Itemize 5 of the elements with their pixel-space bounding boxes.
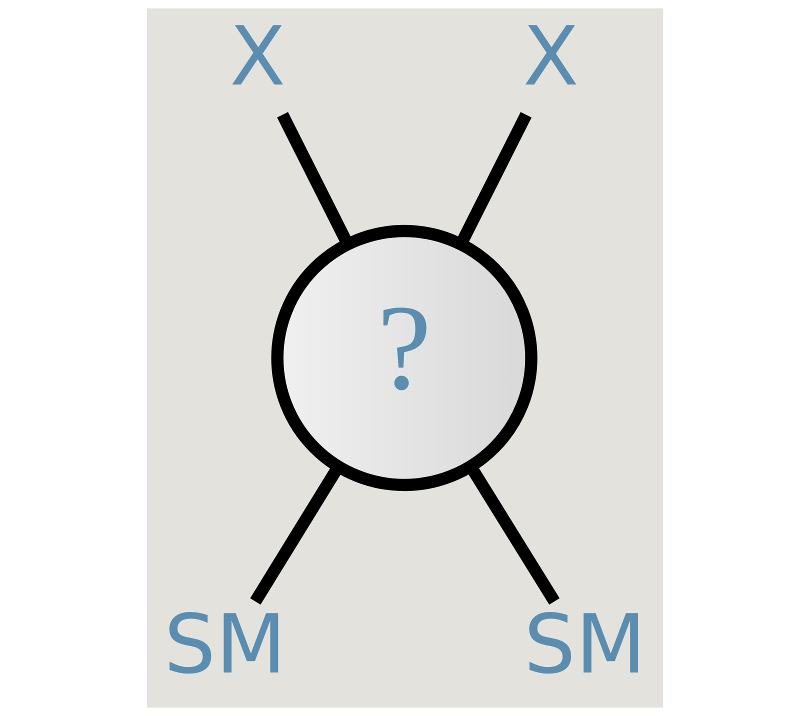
node-text: SM <box>523 597 646 692</box>
node-text: X <box>522 9 578 104</box>
node-circle: ? <box>270 224 537 492</box>
node-text: X <box>229 9 286 104</box>
node-text: SM <box>164 597 286 692</box>
